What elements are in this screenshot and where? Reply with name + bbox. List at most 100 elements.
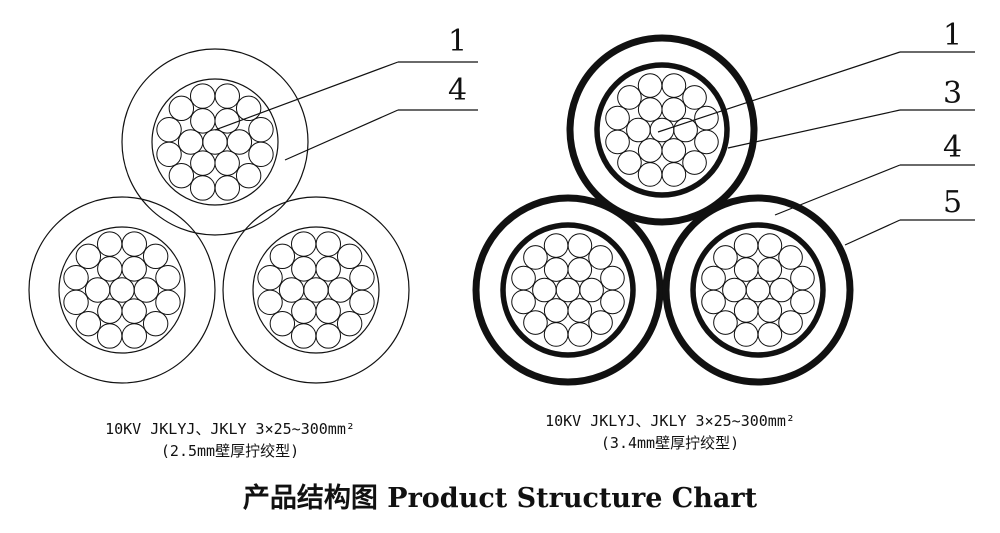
conductor-boundary <box>252 226 380 354</box>
conductor-strand <box>722 277 747 303</box>
conductor-strand <box>235 95 262 122</box>
conductor-strand <box>757 257 783 282</box>
conductor-strand <box>336 243 363 270</box>
conductor-strand <box>291 256 317 282</box>
conductor-strand <box>511 265 536 291</box>
conductor-strand <box>617 150 642 175</box>
left-cable-bundle <box>28 48 410 384</box>
conductor-strand <box>336 310 363 337</box>
conductor-strand <box>579 277 604 303</box>
conductor-strand <box>605 105 630 131</box>
conductor-strand <box>155 289 181 316</box>
conductor-strand <box>121 256 147 282</box>
conductor-strand <box>733 298 759 323</box>
conductor-strand <box>235 162 262 189</box>
right-caption: 10KV JKLYJ、JKLY 3×25~300mm² (3.4mm壁厚拧绞型) <box>480 410 860 454</box>
conductor-strand <box>694 129 719 155</box>
conductor-strand <box>733 322 759 347</box>
conductor-strand <box>269 310 296 337</box>
conductor-strand <box>532 277 557 303</box>
page-title: 产品结构图 Product Structure Chart <box>242 483 758 514</box>
conductor-strand <box>637 138 663 163</box>
leader-line-1 <box>214 61 399 131</box>
conductor-strand <box>121 298 147 324</box>
conductor-strand <box>600 289 625 315</box>
conductor-strand <box>673 117 698 143</box>
callout-label: 5 <box>943 185 962 220</box>
leader-line-3 <box>727 109 901 149</box>
conductor-strand <box>757 298 783 323</box>
conductor-strand <box>661 73 687 98</box>
conductor-strand <box>543 322 569 347</box>
conductor-strand <box>109 277 135 303</box>
conductor-strand <box>291 298 317 324</box>
conductor-strand <box>189 175 216 201</box>
conductor-strand <box>637 97 663 122</box>
conductor-strand <box>142 310 169 337</box>
conductor-strand <box>96 231 123 257</box>
conductor-strand <box>269 243 296 270</box>
conductor-strand <box>511 289 536 315</box>
conductor-strand <box>257 264 283 291</box>
conductor-strand <box>190 108 216 134</box>
left-note-line: (2.5mm壁厚拧绞型) <box>160 442 300 460</box>
conductor-strand <box>713 310 738 335</box>
conductor-strand <box>757 322 783 347</box>
conductor-strand <box>84 277 111 303</box>
conductor-strand <box>543 257 569 282</box>
conductor-strand <box>75 310 102 337</box>
conductor-strand <box>278 277 305 303</box>
conductor-strand <box>290 323 317 349</box>
conductor-strand <box>214 108 240 134</box>
conductor-strand <box>617 85 642 110</box>
cable-outer-sheath <box>121 48 309 236</box>
conductor-strand <box>733 233 759 258</box>
conductor-strand <box>713 245 738 270</box>
conductor-strand <box>682 85 707 110</box>
left-callouts: 1 4 <box>214 24 478 161</box>
conductor-strand <box>214 83 241 109</box>
conductor-strand <box>121 323 148 349</box>
conductor-boundary <box>58 226 186 354</box>
conductor-strand <box>543 233 569 258</box>
conductor-strand <box>694 105 719 131</box>
conductor-strand <box>156 141 182 168</box>
conductor-strand <box>523 310 548 335</box>
conductor-strand <box>63 289 89 316</box>
conductor-strand <box>733 257 759 282</box>
conductor-strand <box>133 277 160 303</box>
conductor-strand <box>214 150 240 176</box>
cable-outer-jacket <box>566 34 758 226</box>
conductor-strand <box>757 233 783 258</box>
right-callouts: 1 3 4 5 <box>657 18 975 246</box>
right-note-line: (3.4mm壁厚拧绞型) <box>600 434 740 452</box>
conductor-strand <box>790 265 815 291</box>
conductor-strand <box>327 277 354 303</box>
conductor-strand <box>189 83 216 109</box>
semiconductive-screen <box>500 222 636 358</box>
leader-line-4 <box>774 164 901 216</box>
callout-label: 1 <box>943 18 962 53</box>
left-spec-line: 10KV JKLYJ、JKLY 3×25~300mm² <box>105 420 355 438</box>
right-cable-bundle <box>472 34 854 386</box>
conductor-strand <box>701 289 726 315</box>
conductor-strand <box>156 116 182 143</box>
leader-line-1 <box>657 51 901 133</box>
conductor-strand <box>168 95 195 122</box>
conductor-strand <box>567 257 593 282</box>
conductor-strand <box>75 243 102 270</box>
conductor-strand <box>567 233 593 258</box>
conductor-strand <box>257 289 283 316</box>
left-caption: 10KV JKLYJ、JKLY 3×25~300mm² (2.5mm壁厚拧绞型) <box>40 418 420 462</box>
conductor-strand <box>769 277 794 303</box>
conductor-strand <box>661 162 687 187</box>
conductor-strand <box>600 265 625 291</box>
conductor-strand <box>637 73 663 98</box>
conductor-strand <box>315 231 342 257</box>
conductor-strand <box>626 117 651 143</box>
conductor-boundary <box>151 78 279 206</box>
conductor-strand <box>315 323 342 349</box>
conductor-strand <box>226 129 253 155</box>
conductor-strand <box>778 310 803 335</box>
